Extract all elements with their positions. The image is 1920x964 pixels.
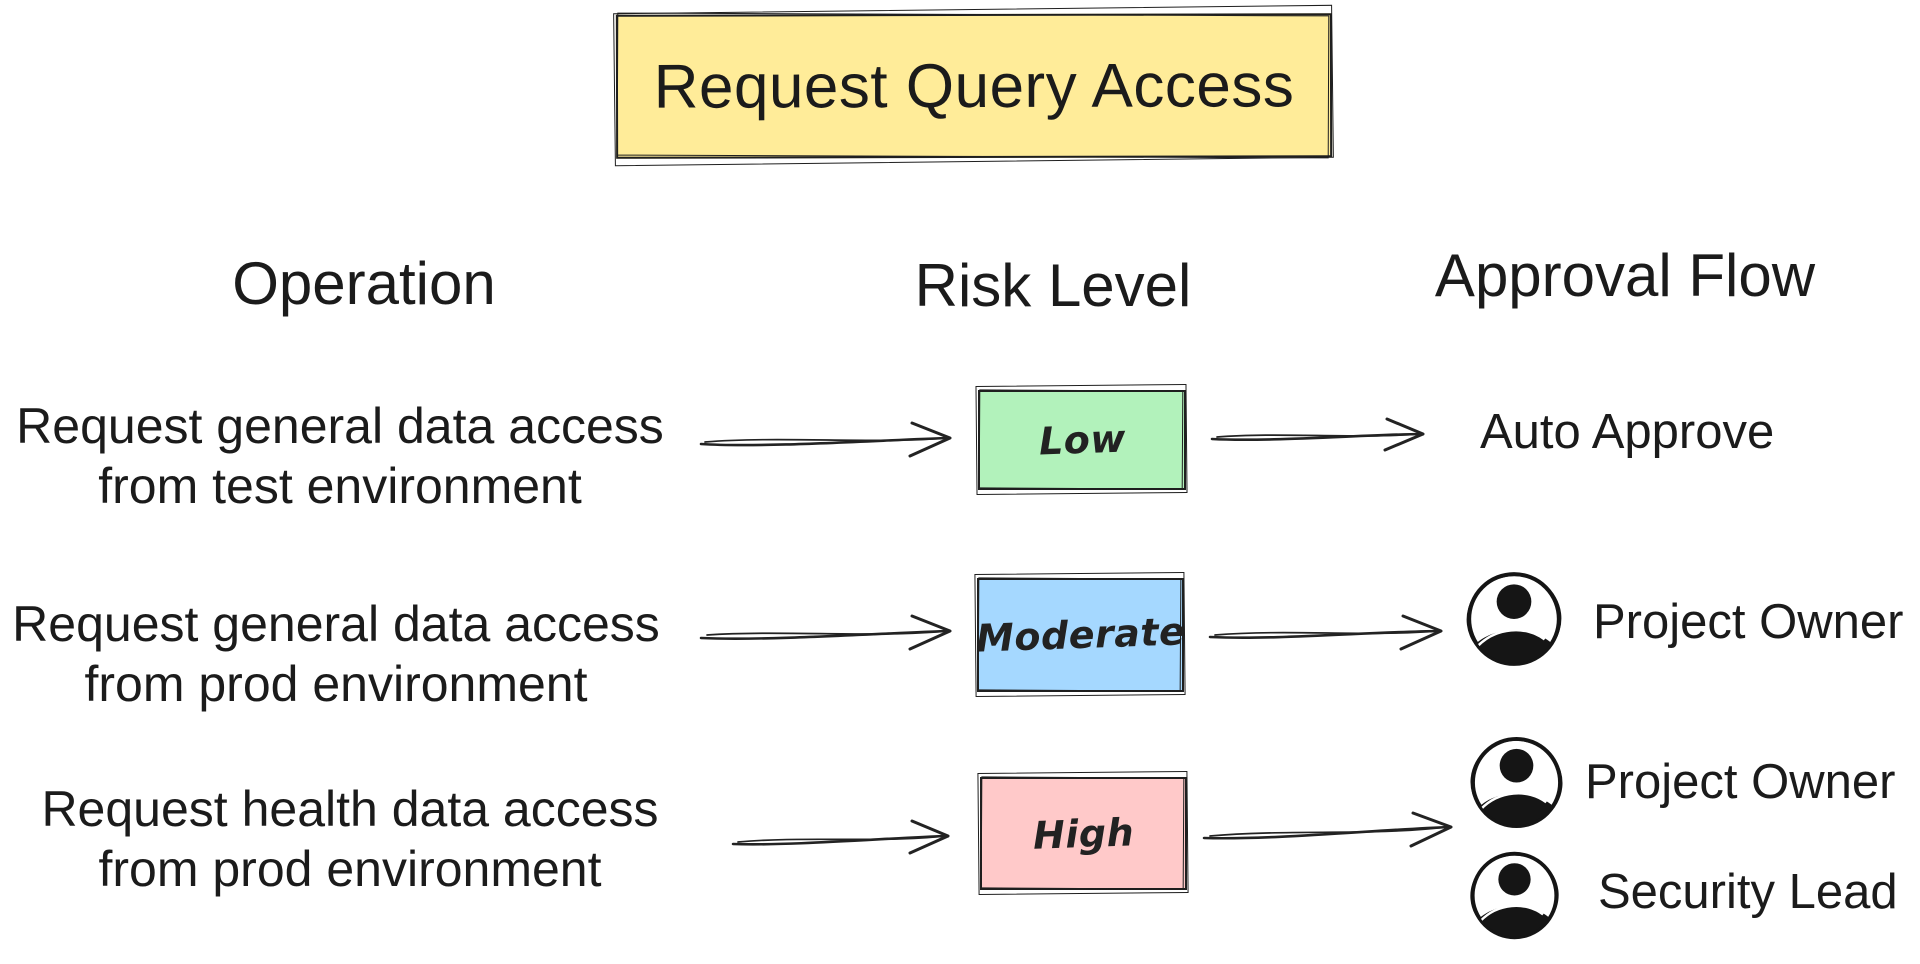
person-avatar-icon: [1470, 736, 1563, 829]
operation-text-row2: Request general data access from prod en…: [0, 594, 672, 714]
title-banner: Request Query Access: [615, 13, 1333, 159]
risk-label-high: High: [1032, 809, 1135, 858]
risk-box-high: High: [980, 777, 1187, 890]
approver-label-security-lead: Security Lead: [1598, 865, 1898, 919]
risk-box-moderate: Moderate: [975, 578, 1186, 692]
diagram-title: Request Query Access: [653, 50, 1295, 122]
column-header-risk-level: Risk Level: [914, 252, 1192, 319]
person-avatar-icon: [1466, 572, 1562, 666]
risk-label-moderate: Moderate: [975, 609, 1186, 661]
right-arrow-icon: [699, 421, 952, 458]
operation-text-row3-line1: Request health data access: [41, 781, 659, 837]
operation-text-row1: Request general data access from test en…: [0, 396, 680, 516]
right-arrow-icon: [731, 819, 950, 855]
operation-text-row1-line2: from test environment: [98, 458, 582, 514]
approver-label-auto-approve: Auto Approve: [1480, 405, 1775, 459]
right-arrow-icon: [699, 614, 952, 651]
column-header-approval-flow: Approval Flow: [1434, 242, 1816, 309]
right-arrow-icon: [1202, 811, 1453, 848]
operation-text-row2-line2: from prod environment: [84, 656, 588, 712]
operation-text-row3: Request health data access from prod env…: [10, 779, 690, 899]
right-arrow-icon: [1210, 417, 1425, 452]
operation-text-row1-line1: Request general data access: [16, 398, 664, 454]
column-header-operation: Operation: [232, 250, 496, 317]
operation-text-row2-line1: Request general data access: [12, 596, 660, 652]
person-avatar-icon: [1470, 851, 1559, 940]
approver-label-project-owner: Project Owner: [1593, 595, 1904, 649]
operation-text-row3-line2: from prod environment: [98, 841, 602, 897]
approver-label-project-owner: Project Owner: [1585, 755, 1896, 809]
risk-label-low: Low: [1037, 416, 1127, 464]
right-arrow-icon: [1208, 614, 1443, 651]
risk-box-low: Low: [978, 390, 1186, 490]
